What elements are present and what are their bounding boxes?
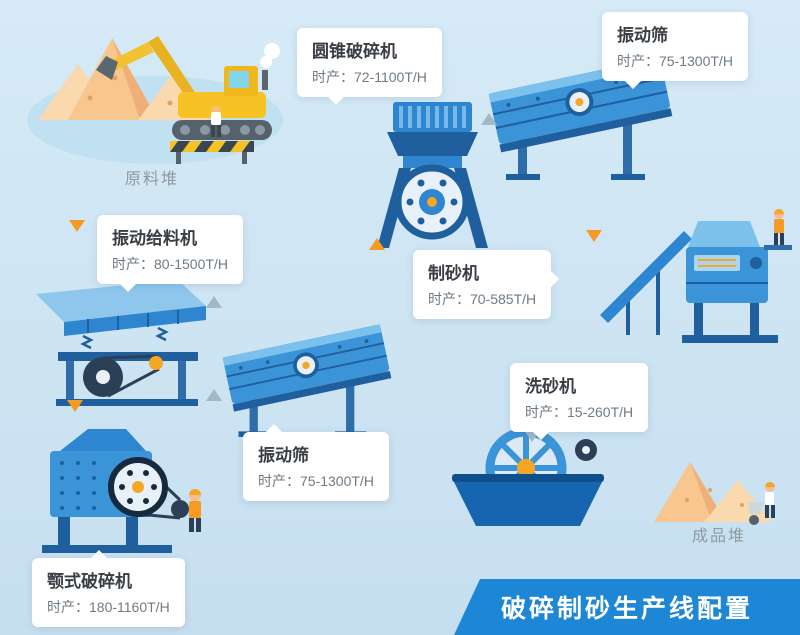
machine-capacity: 时产：15-260T/H (525, 404, 634, 420)
page-title: 破碎制砂生产线配置 (500, 595, 753, 623)
flow-arrow-up-icon (368, 237, 386, 257)
callout-pointer (624, 80, 642, 98)
title-banner: 破碎制砂生产线配置 (454, 579, 800, 635)
machine-name: 圆锥破碎机 (312, 42, 397, 61)
raw-pile-label: 原料堆 (125, 171, 180, 188)
callout-cone-crusher: 圆锥破碎机 时产：72-1100T/H (297, 28, 442, 105)
sand-washer-illustration (448, 420, 608, 530)
machine-name: 颚式破碎机 (47, 572, 132, 591)
machine-name: 振动筛 (617, 26, 668, 45)
callout-pointer (119, 283, 137, 301)
callout-sand-maker: 制砂机 时产：70-585T/H (413, 250, 560, 319)
vibrating-feeder-illustration (28, 272, 218, 407)
finished-pile-label: 成品堆 (692, 528, 747, 545)
callout-pointer (90, 541, 108, 559)
machine-name: 振动筛 (258, 446, 309, 465)
flow-arrow-up-icon (205, 295, 223, 315)
safety-barrier-icon (170, 141, 254, 164)
callout-vibrating-screen-top: 振动筛 时产：75-1300T/H (602, 12, 748, 89)
worker-icon (189, 489, 201, 532)
flow-arrow-down-icon (585, 228, 603, 248)
finished-product-pile-illustration (652, 440, 792, 535)
machine-capacity: 时产：72-1100T/H (312, 69, 427, 85)
jaw-crusher-illustration (30, 425, 220, 557)
worker-icon (774, 209, 784, 245)
machine-name: 洗砂机 (525, 377, 576, 396)
callout-sand-washer: 洗砂机 时产：15-260T/H (510, 363, 649, 440)
excavator-icon (96, 36, 280, 140)
machine-name: 制砂机 (428, 264, 479, 283)
callout-pointer (327, 96, 345, 114)
raw-material-pile-illustration (20, 8, 290, 168)
flow-arrow-down-icon (66, 398, 84, 418)
callout-vibrating-feeder: 振动给料机 时产：80-1500T/H (97, 215, 243, 292)
callout-pointer (550, 270, 568, 288)
callout-jaw-crusher: 颚式破碎机 时产：180-1160T/H (32, 550, 185, 627)
machine-capacity: 时产：75-1300T/H (617, 53, 733, 69)
flow-arrow-up-icon (480, 112, 498, 132)
machine-capacity: 时产：180-1160T/H (47, 599, 170, 615)
flow-arrow-up-icon (205, 388, 223, 408)
vibrating-screen-mid-illustration (222, 298, 392, 438)
machine-capacity: 时产：80-1500T/H (112, 256, 228, 272)
machine-name: 振动给料机 (112, 229, 197, 248)
callout-pointer (265, 415, 283, 433)
sand-maker-illustration (598, 195, 793, 345)
callout-pointer (532, 431, 550, 449)
cone-crusher-illustration (375, 100, 490, 255)
worker-with-cart-icon (748, 482, 775, 525)
machine-capacity: 时产：75-1300T/H (258, 473, 374, 489)
callout-vibrating-screen-mid: 振动筛 时产：75-1300T/H (243, 424, 389, 501)
flow-arrow-down-icon (68, 218, 86, 238)
worker-icon (211, 102, 221, 137)
machine-capacity: 时产：70-585T/H (428, 291, 537, 307)
